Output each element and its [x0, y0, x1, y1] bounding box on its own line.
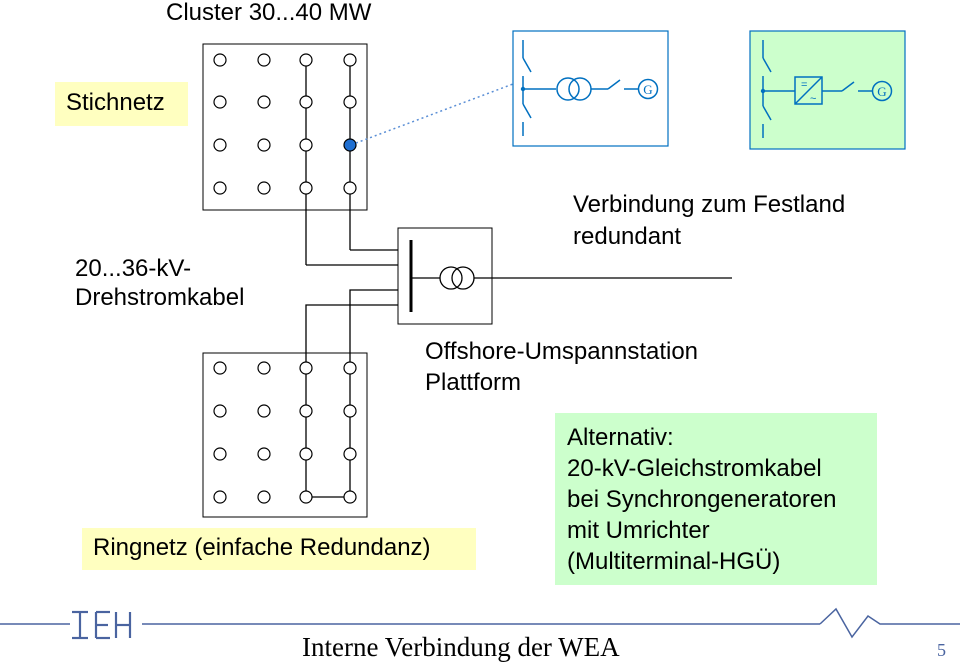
highlighted-turbine	[343, 138, 357, 152]
alternative-line5: (Multiterminal-HGÜ)	[567, 548, 781, 575]
dc-symbol: =	[801, 79, 807, 91]
ieh-logo-icon	[72, 610, 132, 640]
alternative-line3: bei Synchrongeneratoren	[567, 486, 837, 513]
junction-dot	[520, 86, 526, 92]
alternative-line1: Alternativ:	[567, 424, 674, 451]
footer-separator	[0, 607, 960, 639]
junction-dot	[760, 88, 766, 94]
generator-symbol-converter: G	[877, 84, 886, 99]
alternative-note-box	[555, 413, 877, 585]
slide-title: Interne Verbindung der WEA	[302, 632, 620, 662]
stichnetz-cluster-box	[202, 43, 368, 211]
cluster-title: Cluster 30...40 MW	[166, 0, 372, 26]
ac-symbol: ~	[810, 93, 816, 105]
stichnetz-turbines	[213, 53, 357, 195]
ringnetz-cluster-box	[202, 352, 368, 518]
alternative-line2: 20-kV-Gleichstromkabel	[567, 455, 822, 482]
station-label-line1: Offshore-Umspannstation	[425, 338, 699, 365]
cable-label-line1: 20...36-kV-	[75, 255, 192, 282]
ringnetz-label-box	[82, 528, 476, 570]
substation-platform-box	[397, 227, 493, 325]
station-label-line2: Plattform	[425, 369, 522, 396]
ringnetz-label: Ringnetz (einfache Redundanz)	[93, 534, 431, 561]
turbine-converter-detail-circuit	[762, 40, 893, 138]
alternative-line4: mit Umrichter	[567, 517, 710, 544]
stichnetz-strings	[305, 66, 400, 266]
stichnetz-label: Stichnetz	[66, 89, 165, 116]
stichnetz-label-box	[55, 82, 188, 126]
detail-link-dotted	[355, 83, 514, 144]
mainland-label-line1: Verbindung zum Festland	[573, 191, 846, 218]
page-number: 5	[937, 640, 946, 660]
ringnetz-strings	[305, 289, 400, 498]
ringnetz-turbines	[213, 361, 357, 504]
mainland-label-line2: redundant	[573, 223, 682, 250]
cable-label-line2: Drehstromkabel	[75, 284, 245, 311]
generator-symbol-ac: G	[643, 82, 652, 97]
turbine-converter-detail-box	[749, 30, 906, 150]
